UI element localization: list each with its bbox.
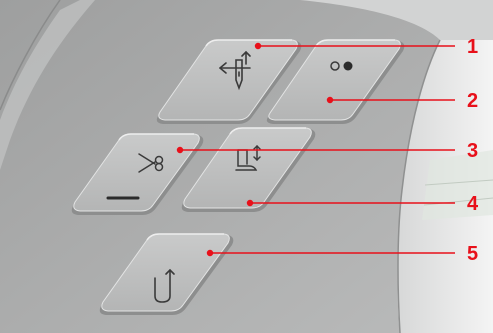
callout-number-4: 4 — [467, 193, 479, 215]
callout-leaders — [176, 42, 455, 257]
stitch-speed-button[interactable] — [266, 39, 405, 124]
reverse-arrow-icon — [154, 268, 175, 303]
needle-up-down-button[interactable] — [156, 39, 302, 124]
callout-number-5: 5 — [467, 243, 479, 265]
callout-number-3: 3 — [467, 140, 479, 162]
reverse-stitch-button[interactable] — [99, 233, 234, 315]
speed-dots-icon — [330, 61, 353, 71]
needle-up-down-icon — [219, 50, 251, 91]
callout-number-2: 2 — [467, 90, 479, 112]
scissors-icon — [138, 153, 164, 173]
callout-number-1: 1 — [467, 36, 479, 58]
thread-cutter-button[interactable] — [71, 133, 204, 215]
